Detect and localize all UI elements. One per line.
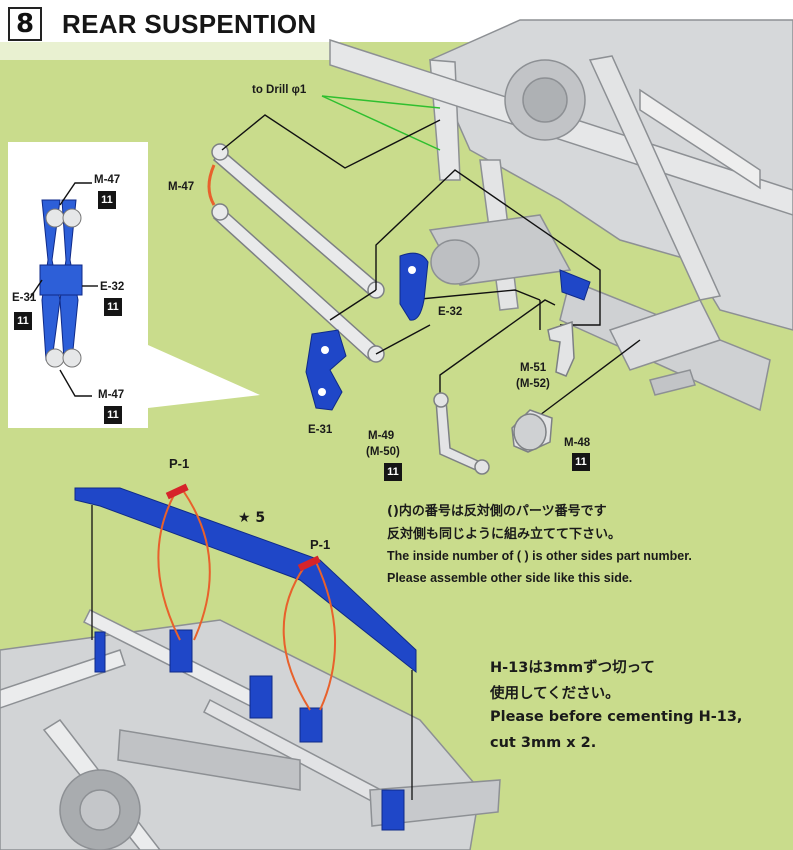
part-label-e31: E-31 [308,424,333,436]
part-label-m49: M-49 [368,430,395,442]
part-label-p1-left: P-1 [169,456,190,471]
part-label-e32: E-32 [438,306,463,318]
detail-inset [8,142,260,428]
part-label-m50-alt: (M-50) [366,446,400,458]
p1-wires [157,491,337,711]
e31-hole-top [321,346,329,354]
e32-hole [408,266,416,274]
p1-clip-left [165,483,189,500]
cut-note-jp-line1: H-13は3mmずつ切って [490,660,655,676]
lower-chassis-frame [0,608,501,850]
m47-orange-marker [207,164,216,206]
inset-label-e31: E-31 [12,292,37,304]
e-brackets [305,252,591,411]
part-label-m48: M-48 [564,437,591,449]
inset-label-m47-top: M-47 [94,174,121,186]
cut-note-jp-line2: 使用してください。 [490,686,620,702]
note-en-line1: The inside number of ( ) is other sides … [387,549,692,563]
inset-badge-e31: 11 [14,312,32,330]
inset-label-m47-bottom: M-47 [98,389,125,401]
small-parts [433,320,575,475]
upper-chassis-frame [329,19,793,412]
tree-badge-m48: 11 [572,453,590,471]
tree-badge-m49: 11 [384,463,402,481]
part-label-m52-alt: (M-52) [516,378,550,390]
note-en-line2: Please assemble other side like this sid… [387,571,633,585]
p1-clip-right [297,555,321,572]
e31-hole-bottom [318,388,326,396]
star-count-label: ★ 5 [238,510,266,526]
note-jp-line1: ()内の番号は反対側のパーツ番号です [387,504,607,519]
inset-badge-m47-bottom: 11 [104,406,122,424]
cut-note-en-line2: cut 3mm x 2. [490,735,597,751]
leaf-spring-bar [74,487,417,831]
note-jp-line2: 反対側も同じように組み立てて下さい。 [387,527,622,542]
spring-support-lines [91,505,413,800]
inset-badge-e32: 11 [104,298,122,316]
inset-badge-m47-top: 11 [98,191,116,209]
cut-note-en-line1: Please before cementing H-13, [490,709,743,725]
part-label-p1-right: P-1 [310,537,331,552]
inset-label-e32: E-32 [100,281,125,293]
drill-leader-lines [321,95,441,151]
drill-callout: to Drill φ1 [252,84,307,96]
step-title: REAR SUSPENTION [62,9,317,39]
part-label-m47: M-47 [168,181,195,193]
background-fade [0,42,340,60]
step-number-box: 8 [8,7,42,41]
part-label-m51: M-51 [520,362,547,374]
